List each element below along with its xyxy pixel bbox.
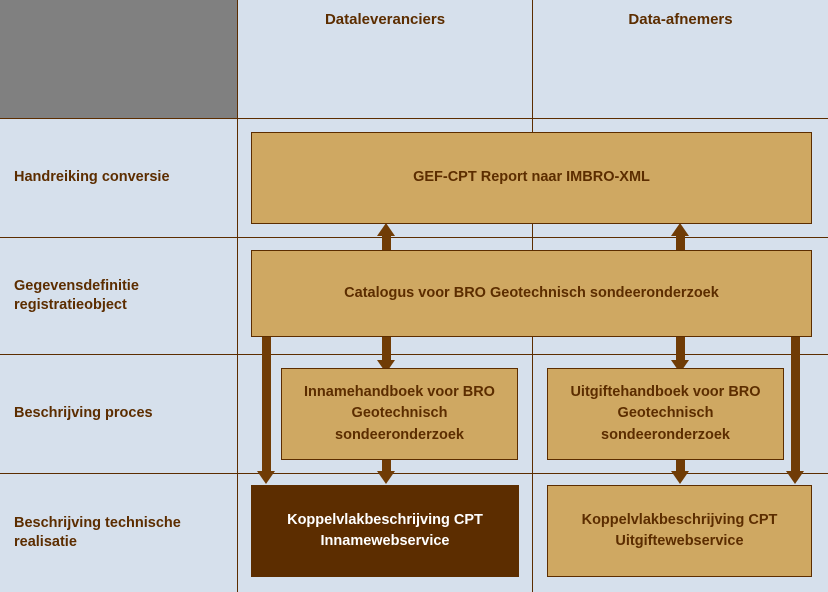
row-label-handreiking-conversie-text: Handreiking conversie [14, 169, 170, 186]
grid-corner-cell [0, 0, 238, 119]
box-uitgiftehandboek-label: Uitgiftehandboek voor BRO Geotechnisch s… [570, 384, 761, 443]
box-catalogus-label: Catalogus voor BRO Geotechnisch sondeero… [344, 284, 719, 301]
box-innamehandboek-label: Innamehandboek voor BRO Geotechnisch son… [304, 384, 495, 443]
row-label-beschrijving-proces: Beschrijving proces [0, 354, 238, 474]
connector-catalogus-to-uitgiftehandboek-stem [676, 336, 685, 362]
box-gef-cpt-report[interactable]: GEF-CPT Report naar IMBRO-XML [251, 132, 812, 224]
connector-catalogus-to-koppelvlak-inname-arrowhead [257, 471, 275, 484]
connector-uitgiftehandboek-to-koppelvlak-uitgifte-stem [676, 460, 685, 475]
column-header-dataafnemers: Data-afnemers [532, 0, 828, 119]
box-innamehandboek[interactable]: Innamehandboek voor BRO Geotechnisch son… [281, 368, 518, 460]
box-koppelvlak-uitgifte-label: Koppelvlakbeschrijving CPT Uitgiftewebse… [581, 511, 778, 549]
connector-catalogus-to-gefcpt-left-stem [382, 232, 391, 257]
connector-catalogus-to-gefcpt-right-arrowhead [671, 223, 689, 236]
box-koppelvlak-uitgifte[interactable]: Koppelvlakbeschrijving CPT Uitgiftewebse… [547, 485, 812, 577]
box-uitgiftehandboek[interactable]: Uitgiftehandboek voor BRO Geotechnisch s… [547, 368, 784, 460]
column-header-dataleveranciers: Dataleveranciers [237, 0, 533, 119]
row-label-gegevensdefinitie-registratieobject: Gegevensdefinitie registratieobject [0, 237, 238, 355]
connector-innamehandboek-to-koppelvlak-inname-arrowhead [377, 471, 395, 484]
connector-catalogus-to-gefcpt-left-arrowhead [377, 223, 395, 236]
connector-innamehandboek-to-koppelvlak-inname-stem [382, 460, 391, 475]
box-catalogus[interactable]: Catalogus voor BRO Geotechnisch sondeero… [251, 250, 812, 337]
row-label-beschrijving-technische-realisatie: Beschrijving technische realisatie [0, 473, 238, 592]
box-koppelvlak-inname[interactable]: Koppelvlakbeschrijving CPT Innamewebserv… [251, 485, 519, 577]
connector-catalogus-to-gefcpt-right-stem [676, 232, 685, 257]
box-gef-cpt-report-label: GEF-CPT Report naar IMBRO-XML [413, 169, 650, 186]
column-header-dataafnemers-label: Data-afnemers [628, 11, 733, 28]
row-label-beschrijving-technische-realisatie-text: Beschrijving technische realisatie [14, 514, 181, 550]
connector-catalogus-to-koppelvlak-uitgifte-arrowhead [786, 471, 804, 484]
row-label-gegevensdefinitie-registratieobject-text: Gegevensdefinitie registratieobject [14, 277, 139, 313]
row-label-handreiking-conversie: Handreiking conversie [0, 118, 238, 238]
connector-catalogus-to-innamehandboek-stem [382, 336, 391, 362]
row-label-beschrijving-proces-text: Beschrijving proces [14, 405, 153, 422]
column-header-dataleveranciers-label: Dataleveranciers [324, 11, 446, 28]
box-koppelvlak-inname-label: Koppelvlakbeschrijving CPT Innamewebserv… [287, 511, 483, 549]
connector-catalogus-to-koppelvlak-uitgifte-stem [791, 336, 800, 473]
connector-catalogus-to-koppelvlak-inname-stem [262, 336, 271, 473]
connector-uitgiftehandboek-to-koppelvlak-uitgifte-arrowhead [671, 471, 689, 484]
